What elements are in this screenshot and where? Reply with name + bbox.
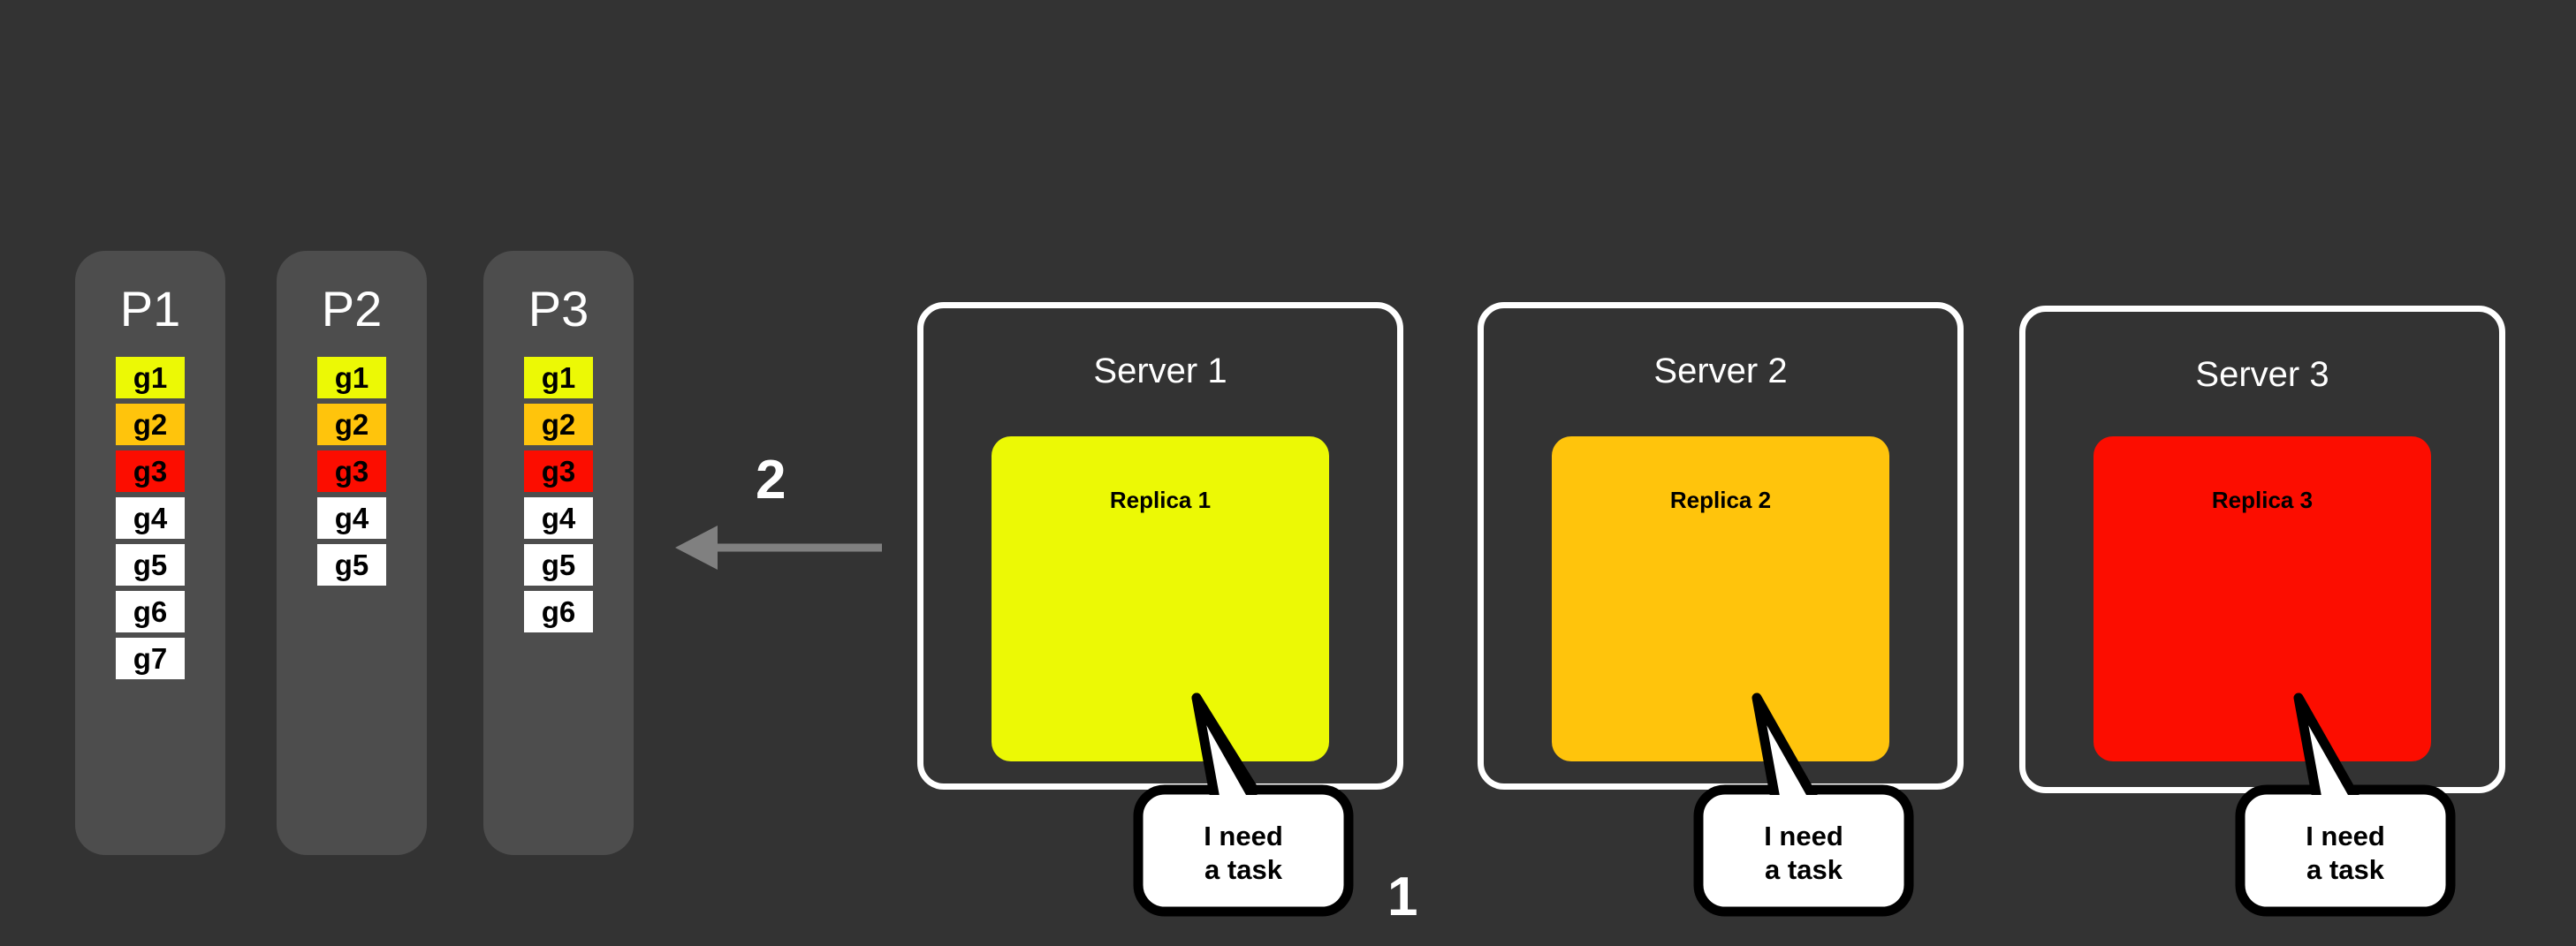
partition-column-p2[interactable]: P2 g1 g2 g3 g4 g5 bbox=[277, 251, 427, 855]
group-cell[interactable]: g2 bbox=[116, 404, 185, 445]
group-cell[interactable]: g6 bbox=[524, 591, 593, 632]
group-cell[interactable]: g2 bbox=[524, 404, 593, 445]
server-title-server-3: Server 3 bbox=[2195, 355, 2329, 394]
step-1-label: 1 bbox=[1387, 867, 1418, 927]
group-cell[interactable]: g2 bbox=[317, 404, 386, 445]
group-cell[interactable]: g3 bbox=[524, 450, 593, 492]
group-cell[interactable]: g1 bbox=[317, 357, 386, 398]
group-cell[interactable]: g3 bbox=[116, 450, 185, 492]
replica-block-replica-1[interactable] bbox=[992, 436, 1329, 761]
group-cell[interactable]: g4 bbox=[317, 497, 386, 539]
speech-bubble-server-2[interactable]: I need a task bbox=[1684, 685, 1941, 946]
partition-title-p3: P3 bbox=[528, 281, 589, 337]
group-cell[interactable]: g4 bbox=[524, 497, 593, 539]
server-title-server-1: Server 1 bbox=[1093, 352, 1227, 390]
partition-column-p3[interactable]: P3 g1 g2 g3 g4 g5 g6 bbox=[483, 251, 634, 855]
replica-block-replica-3[interactable] bbox=[2093, 436, 2431, 761]
speech-bubble-server-1[interactable]: I need a task bbox=[1124, 685, 1380, 946]
server-title-server-2: Server 2 bbox=[1653, 352, 1788, 390]
partition-column-p1[interactable]: P1 g1 g2 g3 g4 g5 g6 g7 bbox=[75, 251, 225, 855]
group-cell[interactable]: g4 bbox=[116, 497, 185, 539]
step-2-label: 2 bbox=[756, 450, 786, 511]
replica-label-replica-1: Replica 1 bbox=[1109, 487, 1212, 513]
group-cell[interactable]: g3 bbox=[317, 450, 386, 492]
group-cell[interactable]: g7 bbox=[116, 638, 185, 679]
group-cell[interactable]: g1 bbox=[524, 357, 593, 398]
group-cell[interactable]: g5 bbox=[116, 544, 185, 586]
speech-bubble-server-3[interactable]: I need a task bbox=[2226, 685, 2482, 946]
partition-title-p2: P2 bbox=[321, 281, 383, 337]
replica-label-replica-3: Replica 3 bbox=[2211, 487, 2314, 513]
group-list-p2: g1 g2 g3 g4 g5 bbox=[277, 357, 427, 586]
group-cell[interactable]: g5 bbox=[317, 544, 386, 586]
partition-title-p1: P1 bbox=[119, 281, 181, 337]
group-cell[interactable]: g5 bbox=[524, 544, 593, 586]
replica-label-replica-2: Replica 2 bbox=[1669, 487, 1772, 513]
replica-block-replica-2[interactable] bbox=[1552, 436, 1889, 761]
group-cell[interactable]: g1 bbox=[116, 357, 185, 398]
group-list-p1: g1 g2 g3 g4 g5 g6 g7 bbox=[75, 357, 225, 679]
assignment-arrow bbox=[675, 526, 882, 570]
group-cell[interactable]: g6 bbox=[116, 591, 185, 632]
group-list-p3: g1 g2 g3 g4 g5 g6 bbox=[483, 357, 634, 632]
